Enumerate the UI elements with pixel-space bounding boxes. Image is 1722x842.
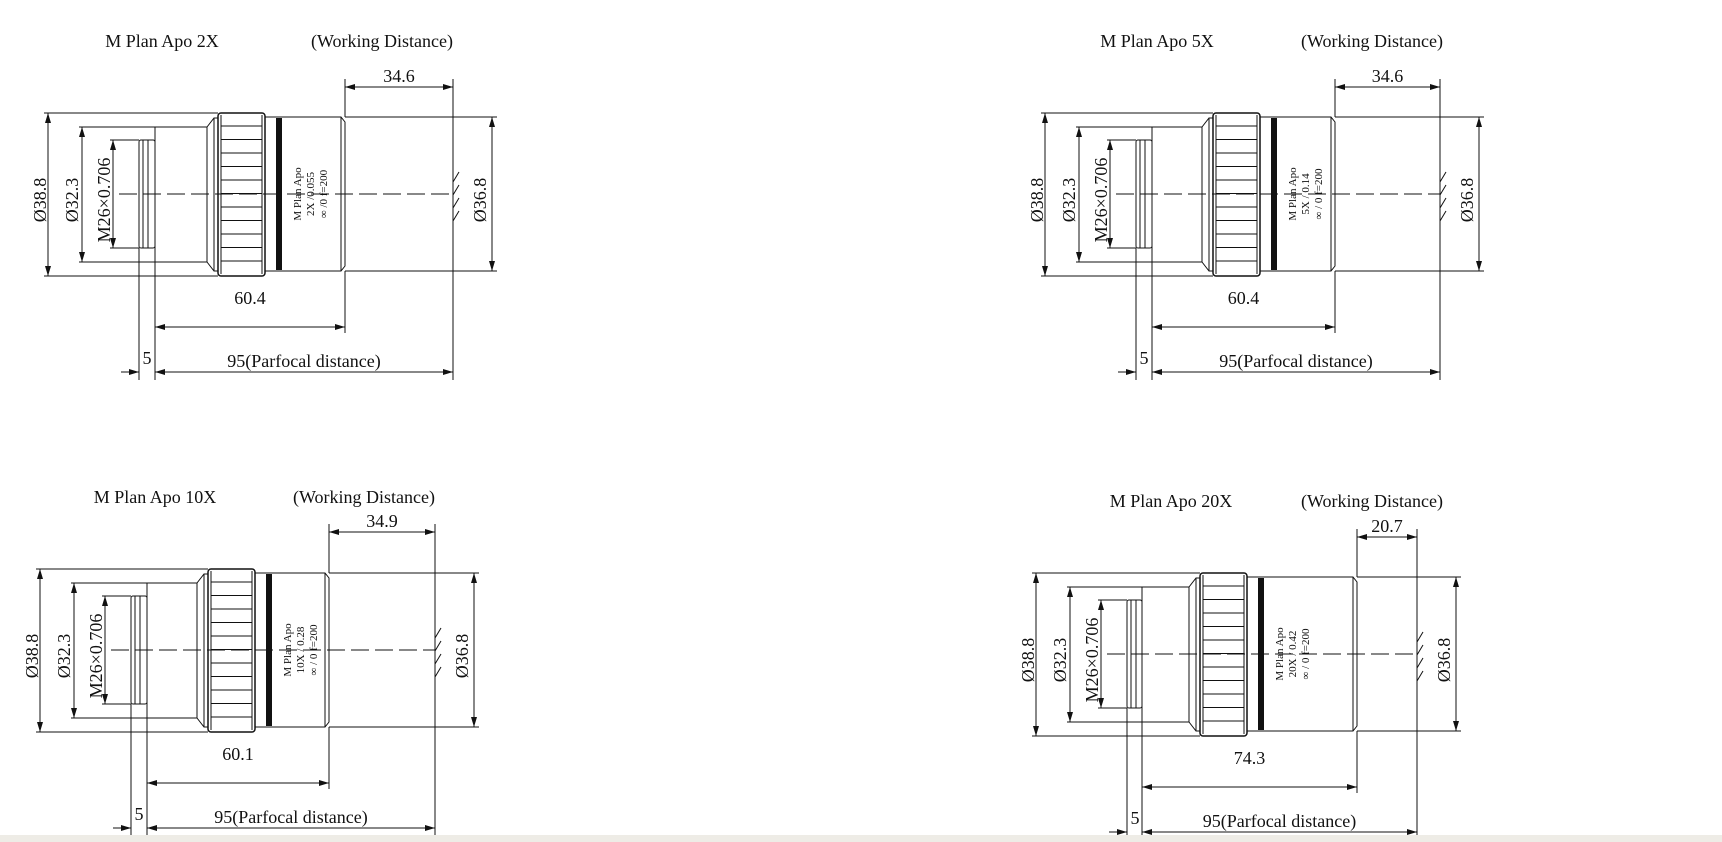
knurled-ring <box>1199 572 1248 737</box>
thread-label: M26×0.706 <box>86 614 106 699</box>
focal-plane-hatch <box>434 653 442 665</box>
offset-value: 5 <box>143 348 152 368</box>
focal-plane-hatch <box>452 210 460 222</box>
focal-plane-hatch <box>1439 197 1447 209</box>
working-distance-label: (Working Distance) <box>311 31 453 52</box>
inner-dia-label: Ø32.3 <box>62 178 82 223</box>
working-distance-value: 34.9 <box>366 511 398 531</box>
thread-label: M26×0.706 <box>1082 618 1102 703</box>
working-distance-label: (Working Distance) <box>293 487 435 508</box>
focal-plane-hatch <box>434 627 442 639</box>
parfocal-label: 95(Parfocal distance) <box>1203 811 1356 832</box>
objective-title: M Plan Apo 5X <box>1100 31 1214 51</box>
focal-plane-hatch <box>434 640 442 652</box>
barrel-dia-label: Ø36.8 <box>1434 638 1454 683</box>
focal-plane-hatch <box>434 666 442 678</box>
barrel-dia-label: Ø36.8 <box>1457 178 1477 223</box>
focal-plane-hatch <box>452 197 460 209</box>
working-distance-label: (Working Distance) <box>1301 31 1443 52</box>
length-value: 60.4 <box>1228 288 1260 308</box>
barrel-engraving: 5X / 0.14 <box>1300 173 1312 215</box>
inner-dia-label: Ø32.3 <box>1059 178 1079 223</box>
objective-panel-3: M Plan Apo 20X(Working Distance)M Plan A… <box>1018 491 1461 840</box>
length-value: 74.3 <box>1234 748 1266 768</box>
working-distance-value: 20.7 <box>1371 516 1403 536</box>
objective-panel-1: M Plan Apo 5X(Working Distance)M Plan Ap… <box>1027 31 1484 380</box>
offset-value: 5 <box>1131 808 1140 828</box>
focal-plane-hatch <box>452 171 460 183</box>
barrel-dia-label: Ø36.8 <box>452 634 472 679</box>
barrel-dia-label: Ø36.8 <box>470 178 490 223</box>
outer-dia-label: Ø38.8 <box>1027 178 1047 223</box>
objective-title: M Plan Apo 20X <box>1110 491 1233 511</box>
objective-panel-2: M Plan Apo 10X(Working Distance)M Plan A… <box>22 487 479 836</box>
outer-dia-label: Ø38.8 <box>30 178 50 223</box>
outer-dia-label: Ø38.8 <box>1018 638 1038 683</box>
objective-panel-0: M Plan Apo 2X(Working Distance)M Plan Ap… <box>30 31 497 380</box>
length-value: 60.1 <box>222 744 254 764</box>
objective-title: M Plan Apo 10X <box>94 487 217 507</box>
thread-label: M26×0.706 <box>1091 158 1111 243</box>
bottom-strip <box>0 835 1722 842</box>
focal-plane-hatch <box>1439 210 1447 222</box>
focal-plane-hatch <box>1416 631 1424 643</box>
focal-plane-hatch <box>1439 171 1447 183</box>
parfocal-label: 95(Parfocal distance) <box>1219 351 1372 372</box>
working-distance-value: 34.6 <box>1372 66 1404 86</box>
inner-dia-label: Ø32.3 <box>54 634 74 679</box>
focal-plane-hatch <box>1416 644 1424 656</box>
focal-plane-hatch <box>452 184 460 196</box>
length-value: 60.4 <box>234 288 266 308</box>
parfocal-label: 95(Parfocal distance) <box>214 807 367 828</box>
inner-dia-label: Ø32.3 <box>1050 638 1070 683</box>
focal-plane-hatch <box>1439 184 1447 196</box>
offset-value: 5 <box>1140 348 1149 368</box>
outer-dia-label: Ø38.8 <box>22 634 42 679</box>
offset-value: 5 <box>135 804 144 824</box>
thread-label: M26×0.706 <box>94 158 114 243</box>
focal-plane-hatch <box>1416 670 1424 682</box>
working-distance-label: (Working Distance) <box>1301 491 1443 512</box>
parfocal-label: 95(Parfocal distance) <box>227 351 380 372</box>
working-distance-value: 34.6 <box>383 66 415 86</box>
objective-title: M Plan Apo 2X <box>105 31 219 51</box>
barrel-engraving: 10X / 0.28 <box>295 626 307 673</box>
focal-plane-hatch <box>1416 657 1424 669</box>
